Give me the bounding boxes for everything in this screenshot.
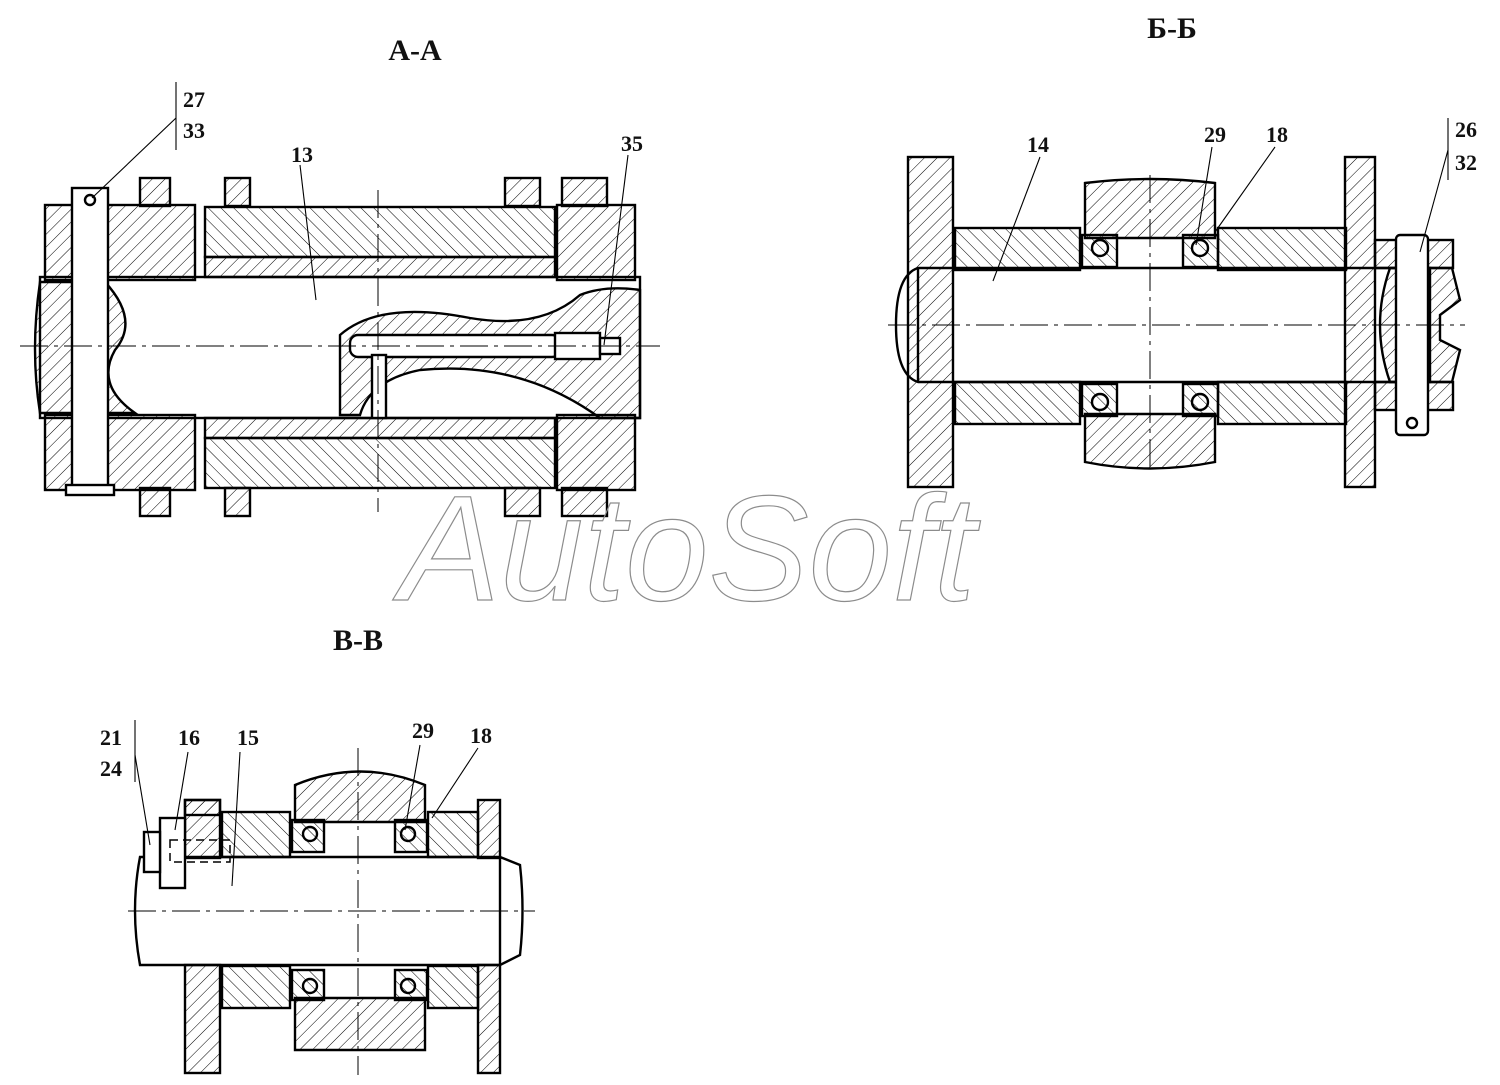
callout-29: 29 — [412, 718, 434, 743]
aa-housing-top — [203, 205, 557, 259]
bb-bearing — [1181, 382, 1220, 418]
section-v-v-title: В-В — [333, 624, 383, 657]
bb-spacer-left-bottom — [953, 380, 1082, 426]
bb-spacer-right-bottom — [1216, 380, 1348, 426]
callout-13: 13 — [291, 142, 313, 167]
aa-ear — [560, 176, 609, 208]
aa-ear — [560, 486, 609, 518]
section-v-v: В-В — [100, 624, 535, 1075]
vv-frame-plate — [476, 963, 502, 1075]
callout-16: 16 — [178, 725, 200, 750]
aa-pin — [70, 186, 110, 495]
bb-frame-plate-left — [906, 155, 955, 489]
section-a-a: А-А — [20, 34, 660, 518]
callout-18: 18 — [1266, 122, 1288, 147]
watermark-logo: AutoSoft — [392, 464, 981, 632]
callout-27: 27 — [183, 87, 205, 112]
vv-bearing — [290, 818, 326, 854]
vv-bearing — [393, 818, 429, 854]
aa-right-flange-bottom — [555, 413, 637, 492]
vv-frame-plate — [476, 798, 502, 860]
bb-spacer-right-top — [1216, 226, 1348, 272]
aa-cotter-hole — [83, 193, 97, 207]
bb-spacer-left-top — [953, 226, 1082, 272]
vv-spacer — [220, 810, 292, 859]
aa-ear — [223, 486, 252, 518]
vv-shaft — [133, 855, 524, 967]
aa-ear — [503, 486, 542, 518]
vv-bearing — [393, 968, 429, 1002]
vv-spacer — [220, 964, 292, 1010]
callout-24: 24 — [100, 756, 122, 781]
aa-ear — [138, 486, 172, 518]
vv-bolt — [142, 830, 162, 874]
vv-spacer — [426, 964, 480, 1010]
callout-35: 35 — [621, 131, 643, 156]
callout-15: 15 — [237, 725, 259, 750]
aa-ear — [503, 176, 542, 208]
callout-26: 26 — [1455, 117, 1477, 142]
callout-14: 14 — [1027, 132, 1049, 157]
aa-left-flange-top — [43, 203, 197, 282]
vv-roller-top — [293, 770, 427, 824]
vv-frame-plate — [183, 963, 222, 1075]
aa-bushing-top — [203, 255, 557, 279]
vv-bearing — [290, 968, 326, 1002]
callout-29: 29 — [1204, 122, 1226, 147]
vv-roller-bottom — [293, 996, 427, 1052]
vv-lock-plate — [158, 816, 187, 890]
aa-housing-bottom — [203, 436, 557, 490]
aa-right-flange-top — [555, 203, 637, 282]
bb-frame-plate-right — [1343, 155, 1377, 489]
callout-33: 33 — [183, 118, 205, 143]
aa-left-flange-bottom — [43, 413, 197, 492]
aa-oil-channel-vertical — [370, 353, 388, 420]
callout-18: 18 — [470, 723, 492, 748]
bb-bearing — [1080, 382, 1119, 418]
vv-hidden-bolt — [169, 839, 231, 863]
aa-bushing-bottom — [203, 416, 557, 440]
aa-ear — [223, 176, 252, 208]
section-a-a-title: А-А — [388, 34, 442, 67]
aa-pin-head — [64, 483, 116, 497]
bb-pin — [1394, 233, 1430, 437]
bb-roller-top — [1083, 177, 1217, 240]
section-b-b: Б-Б — [888, 12, 1477, 489]
callout-32: 32 — [1455, 150, 1477, 175]
callout-21: 21 — [100, 725, 122, 750]
section-b-b-title: Б-Б — [1147, 12, 1197, 45]
aa-ear — [138, 176, 172, 208]
vv-spacer — [426, 810, 480, 859]
bb-cotter-hole — [1405, 416, 1419, 430]
